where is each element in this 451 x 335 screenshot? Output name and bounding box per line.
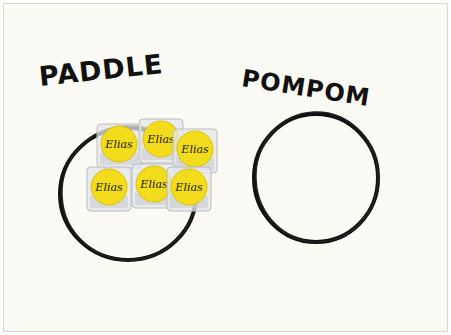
whiteboard: PADDLEEliasEliasEliasEliasEliasEliasPOMP… [3,3,448,332]
clear-cube [173,129,217,173]
clear-cube [167,167,211,211]
name-token: Elias [96,123,142,169]
circle-stroke-overlap [253,109,382,245]
token-name: Elias [86,166,132,208]
category-heading: POMPOM [240,64,373,112]
name-token: Elias [86,166,132,212]
name-token: Elias [166,166,212,212]
clear-cube [97,124,141,168]
token-name: Elias [166,166,212,208]
category-circle: POMPOM [236,56,406,251]
token-name: Elias [172,128,218,170]
category-circle: PADDLEEliasEliasEliasEliasEliasElias [31,49,211,269]
category-heading: PADDLE [37,48,164,92]
token-name: Elias [96,123,142,165]
clear-cube [87,167,131,211]
circle-stroke [254,114,378,242]
